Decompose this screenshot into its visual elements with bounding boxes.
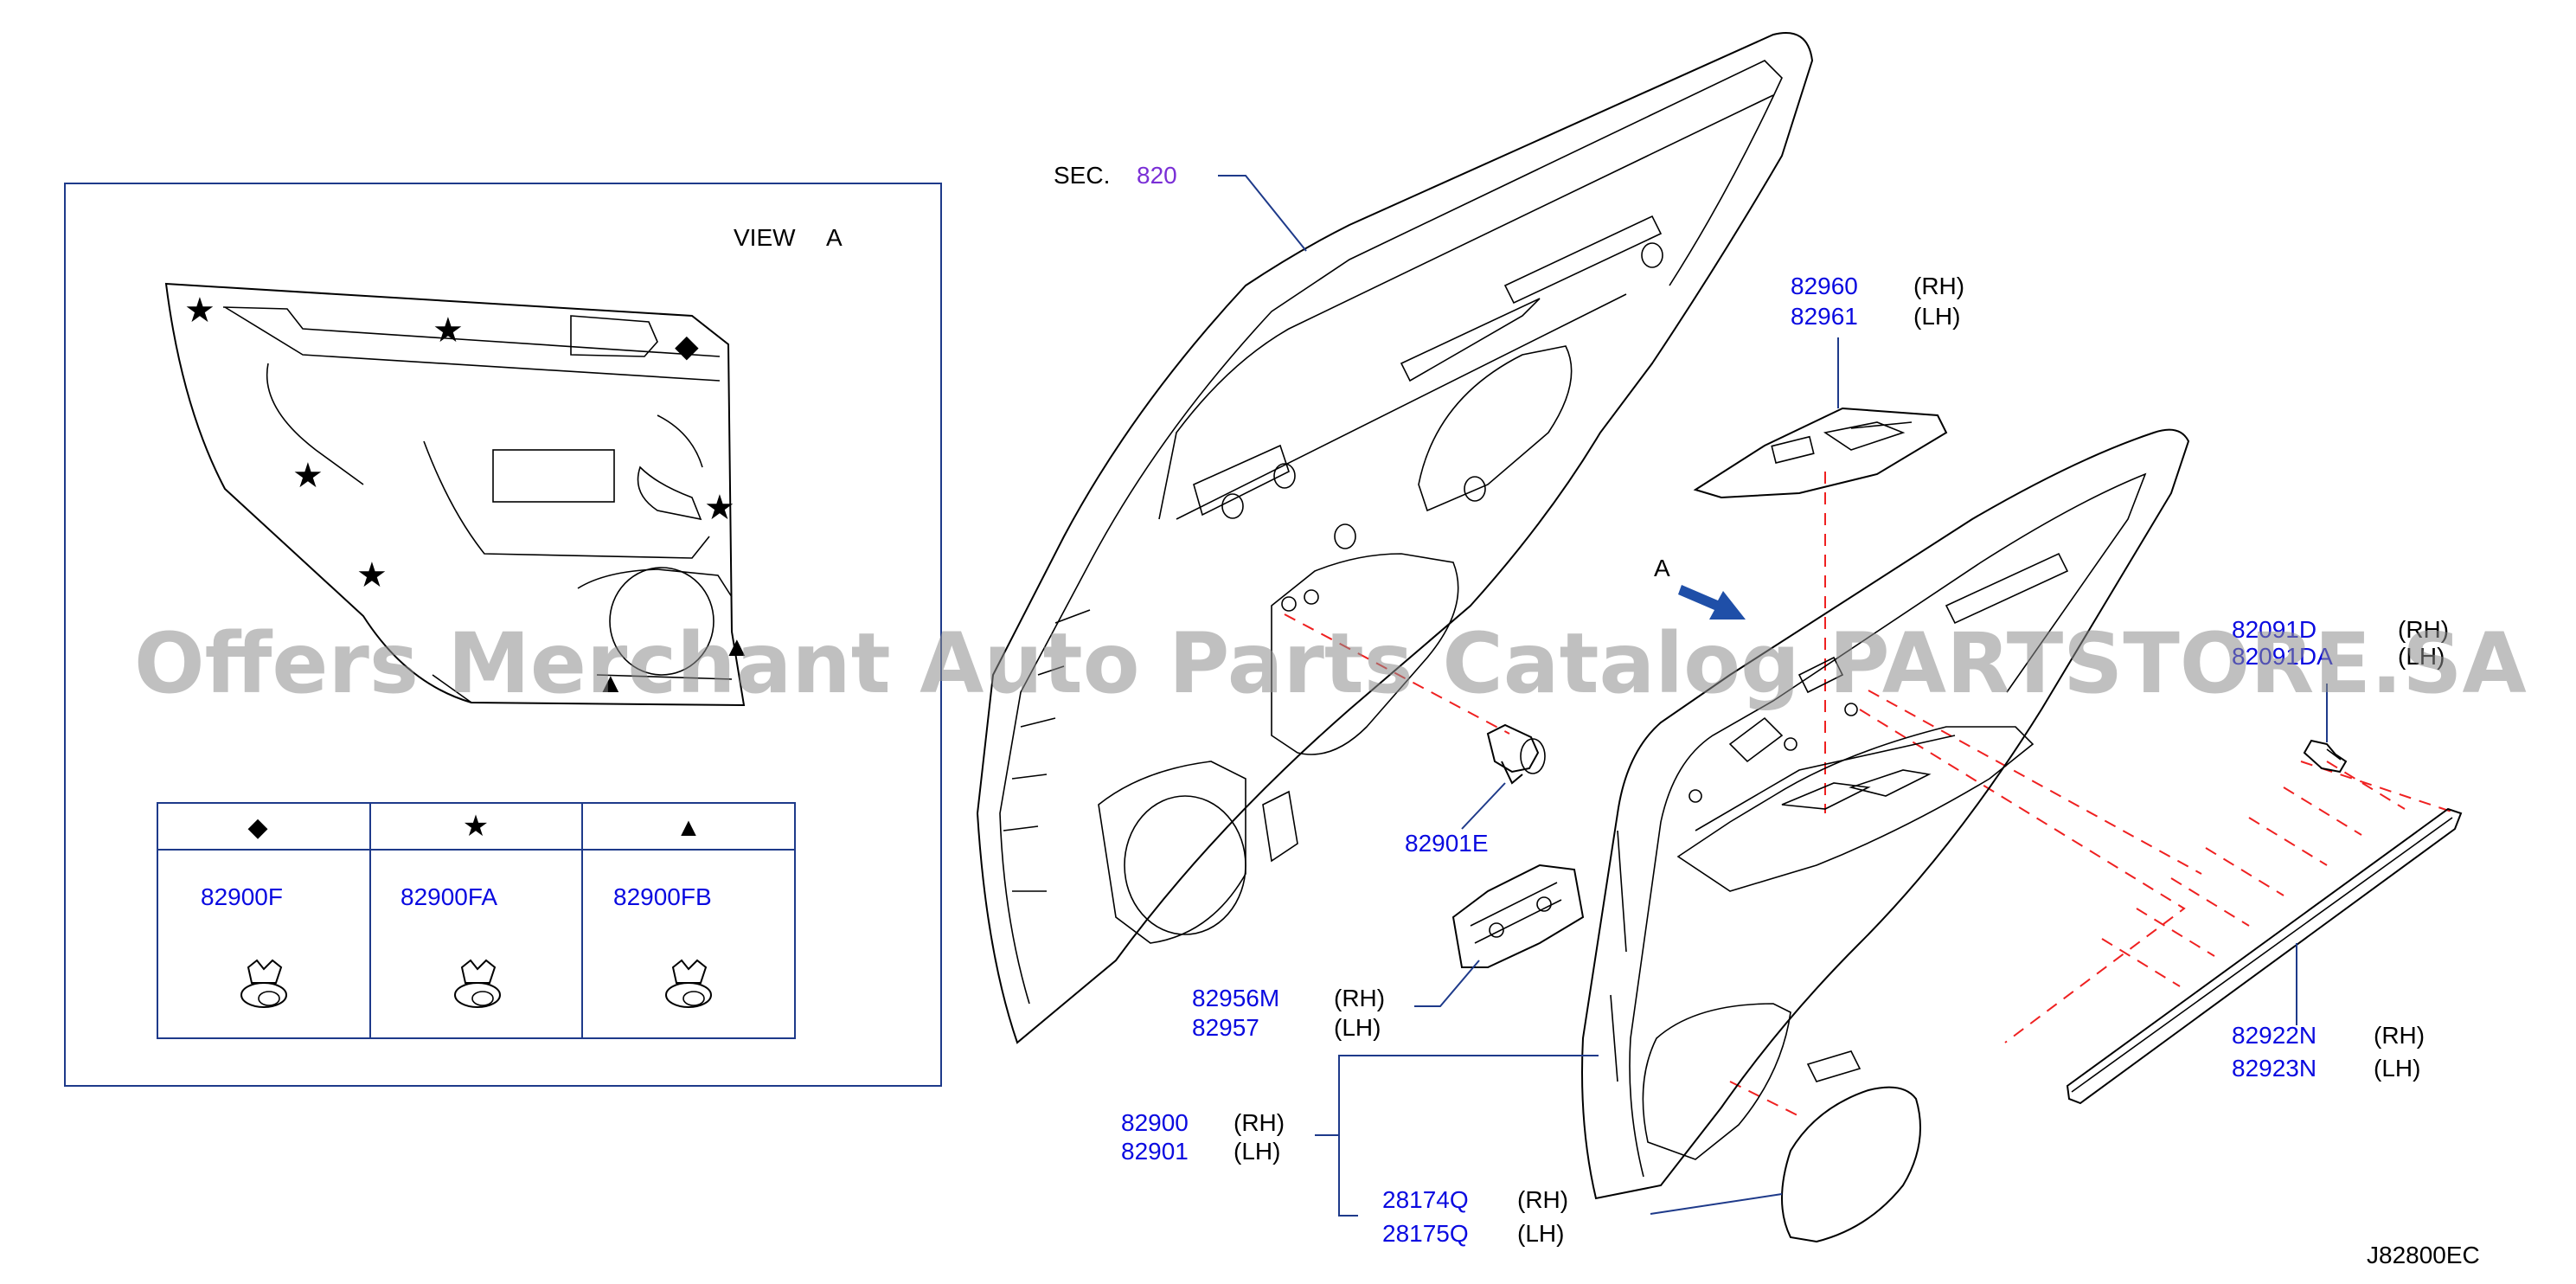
trim-panel-callout: 82900 (RH) 82901 (LH) <box>1121 1055 1599 1217</box>
lh-tag: (LH) <box>2374 1055 2420 1082</box>
table-symbol-triangle: ▲ <box>676 813 702 842</box>
clip-table: ◆ ★ ▲ 82900F 82900FA 82900FB <box>157 802 796 1039</box>
star-icon: ★ <box>292 457 324 495</box>
lh-tag: (LH) <box>1517 1220 1564 1247</box>
star-icon: ★ <box>184 292 215 330</box>
diagram-code: J82800EC <box>2367 1242 2480 1268</box>
switch-finisher: 82960 (RH) 82961 (LH) <box>1693 273 1964 499</box>
view-a-markers: ★ ★ ◆ ★ ★ ★ ▲ ▲ <box>184 292 751 698</box>
table-symbol-star: ★ <box>463 810 489 843</box>
lh-tag: (LH) <box>2398 643 2445 670</box>
lh-tag: (LH) <box>1334 1014 1381 1041</box>
view-title: VIEW <box>734 224 796 251</box>
star-icon: ★ <box>704 489 735 527</box>
part-82961[interactable]: 82961 <box>1791 303 1858 330</box>
part-82900FB[interactable]: 82900FB <box>613 883 712 910</box>
lh-tag: (LH) <box>1913 303 1960 330</box>
part-82922N[interactable]: 82922N <box>2232 1022 2316 1049</box>
rh-tag: (RH) <box>1334 985 1385 1011</box>
rh-tag: (RH) <box>1517 1186 1568 1213</box>
clip-82901e: 82901E <box>1405 723 1546 857</box>
rh-tag: (RH) <box>2374 1022 2425 1049</box>
door-trim-panel <box>1581 428 2190 1200</box>
door-inner-panel <box>976 32 1814 1044</box>
clip-icon <box>240 959 287 1008</box>
moulding-clip: 82091D (RH) 82091DA (LH) <box>2232 616 2449 774</box>
view-letter: A <box>826 224 843 251</box>
star-icon: ★ <box>433 311 464 350</box>
sealing-strip: 82922N (RH) 82923N (LH) <box>2066 807 2463 1105</box>
lh-tag: (LH) <box>1234 1138 1280 1165</box>
clip-icon <box>665 959 712 1008</box>
triangle-icon: ▲ <box>597 667 625 698</box>
rh-tag: (RH) <box>2398 616 2449 643</box>
part-28175Q[interactable]: 28175Q <box>1382 1220 1469 1247</box>
star-icon: ★ <box>356 556 388 594</box>
part-82091DA[interactable]: 82091DA <box>2232 643 2333 670</box>
watermark: Offers Merchant Auto Parts Catalog PARTS… <box>134 615 2527 712</box>
pull-handle-bracket: 82956M (RH) 82957 (LH) <box>1192 863 1585 1041</box>
part-82960[interactable]: 82960 <box>1791 273 1858 299</box>
view-a-arrow: A <box>1654 555 1746 620</box>
assembly-lines <box>1284 472 2457 1117</box>
part-82900FA[interactable]: 82900FA <box>400 883 497 910</box>
part-82091D[interactable]: 82091D <box>2232 616 2316 643</box>
triangle-icon: ▲ <box>723 631 751 662</box>
part-82957[interactable]: 82957 <box>1192 1014 1259 1041</box>
rh-tag: (RH) <box>1913 273 1964 299</box>
part-82901[interactable]: 82901 <box>1121 1138 1189 1165</box>
part-82901E[interactable]: 82901E <box>1405 830 1489 857</box>
part-82900[interactable]: 82900 <box>1121 1109 1189 1136</box>
diamond-icon: ◆ <box>675 328 699 363</box>
sec-820-callout: SEC. 820 <box>1054 162 1307 252</box>
part-82923N[interactable]: 82923N <box>2232 1055 2316 1082</box>
rh-tag: (RH) <box>1234 1109 1285 1136</box>
view-a-door-panel <box>164 282 746 707</box>
view-a-inset: VIEW A ★ ★ ◆ ★ ★ ★ ▲ ▲ <box>64 183 942 1087</box>
sec-label: SEC. <box>1054 162 1110 189</box>
clip-icon <box>454 959 501 1008</box>
part-28174Q[interactable]: 28174Q <box>1382 1186 1469 1213</box>
view-arrow-label: A <box>1654 555 1670 581</box>
part-82900F[interactable]: 82900F <box>201 883 283 910</box>
sec-number[interactable]: 820 <box>1137 162 1177 189</box>
table-symbol-diamond: ◆ <box>247 813 267 842</box>
speaker-grille: 28174Q (RH) 28175Q (LH) <box>1382 1086 1921 1247</box>
part-82956M[interactable]: 82956M <box>1192 985 1279 1011</box>
